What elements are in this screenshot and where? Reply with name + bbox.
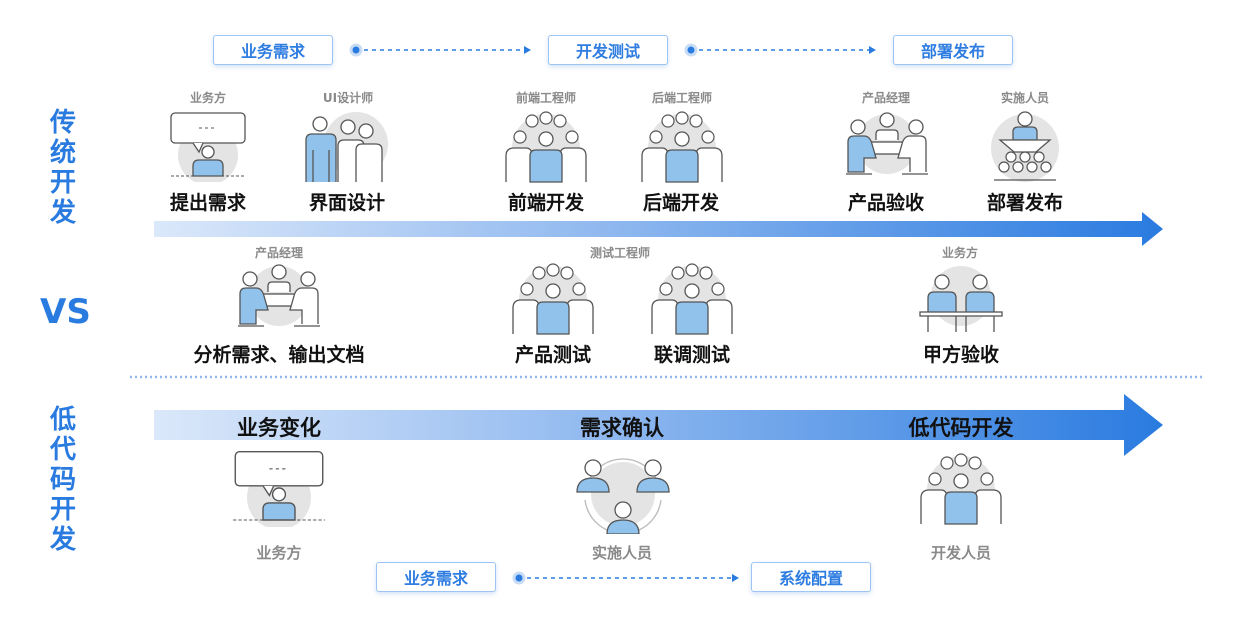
dev-team-icon: [505, 111, 587, 183]
traditional-char: 发: [49, 198, 76, 228]
dev-team-icon: [512, 263, 594, 335]
lowcode-stage-label: 业务变化: [237, 416, 321, 440]
speech-bubble-person-icon: [233, 451, 325, 527]
flow-step-system-config: 系统配置: [751, 562, 871, 592]
client-desk-icon: [919, 266, 1003, 332]
role-label: 开发人员: [930, 544, 991, 562]
role-label: 产品经理: [254, 246, 303, 260]
top-flow-connectors: [349, 43, 876, 57]
dev-team-icon: [651, 263, 733, 335]
lowcode-dev-label: 低 代 码 开 发: [48, 405, 78, 555]
connector-1: [349, 43, 531, 57]
task-label: 甲方验收: [922, 344, 999, 366]
lowcode-stage-label: 低代码开发: [908, 416, 1014, 440]
lowcode-char: 码: [49, 465, 76, 495]
role-label: UI设计师: [322, 91, 374, 105]
flow-step-requirement: 业务需求: [376, 562, 496, 592]
role-label: 后端工程师: [651, 91, 712, 105]
meeting-icon: [238, 264, 320, 327]
lowcode-char: 代: [49, 435, 76, 465]
lowcode-timeline-arrow: [154, 394, 1163, 456]
role-label: 前端工程师: [515, 91, 576, 105]
task-label: 提出需求: [169, 192, 246, 214]
connector-2: [684, 43, 876, 57]
circle-team-icon: [576, 458, 670, 534]
task-label: 前端开发: [507, 192, 584, 214]
role-label: 业务方: [941, 246, 978, 260]
task-label: 产品测试: [514, 344, 591, 366]
traditional-char: 开: [49, 168, 76, 198]
flow-step-deploy: 部署发布: [893, 35, 1013, 65]
flow-step-dev-test: 开发测试: [548, 35, 668, 65]
role-label: 实施人员: [1000, 91, 1049, 105]
vs-label: VS: [40, 292, 91, 332]
dev-team-icon: [920, 453, 1002, 525]
task-label: 界面设计: [308, 192, 385, 214]
traditional-dev-label: 传 统 开 发: [48, 108, 78, 228]
task-label: 联调测试: [653, 344, 730, 366]
bottom-flow-connector: [512, 571, 739, 585]
role-label: 业务方: [189, 91, 226, 105]
task-label: 分析需求、输出文档: [193, 344, 365, 366]
dev-team-icon: [641, 111, 723, 183]
task-label: 后端开发: [642, 192, 719, 214]
speech-bubble-person-icon: [170, 112, 246, 182]
meeting-icon: [846, 112, 928, 175]
role-label: 测试工程师: [589, 246, 650, 260]
presenter-audience-icon: [991, 111, 1059, 182]
role-label: 实施人员: [591, 544, 652, 562]
lowcode-char: 发: [49, 525, 76, 555]
flow-step-requirement: 业务需求: [213, 35, 333, 65]
task-label: 产品验收: [847, 192, 924, 214]
section-divider: [130, 375, 1202, 379]
lowcode-char: 低: [49, 405, 76, 435]
traditional-char: 传: [49, 108, 76, 138]
role-label: 产品经理: [861, 91, 910, 105]
role-label: 业务方: [256, 544, 302, 562]
traditional-char: 统: [49, 138, 76, 168]
lowcode-stage-label: 需求确认: [580, 416, 664, 440]
traditional-timeline-arrow: [154, 212, 1163, 246]
designer-team-icon: [305, 112, 388, 182]
lowcode-char: 开: [49, 495, 76, 525]
task-label: 部署发布: [986, 192, 1063, 214]
